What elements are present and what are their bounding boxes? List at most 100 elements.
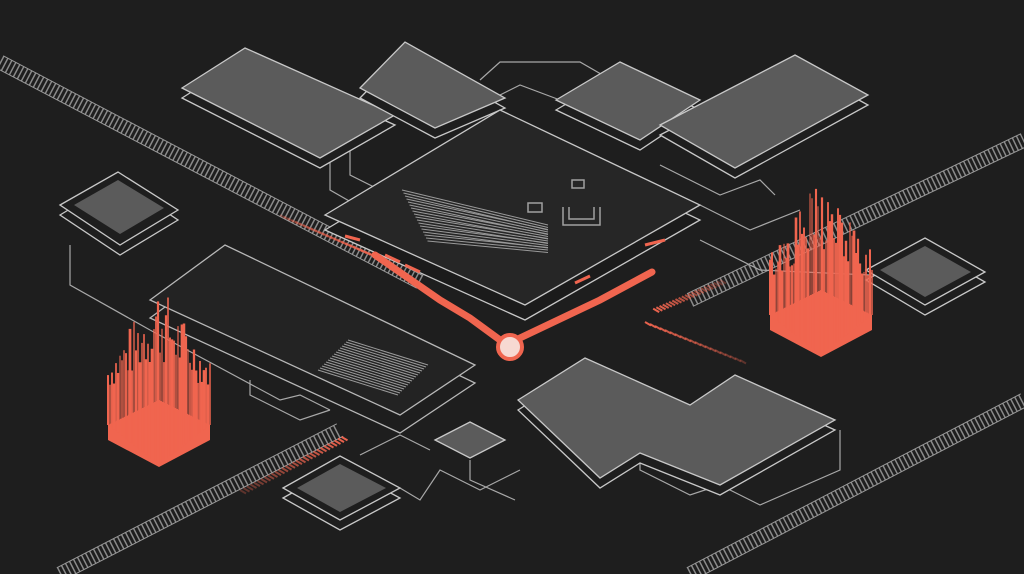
glow-dash [309, 452, 317, 458]
glow-dash [242, 487, 251, 493]
chip-stripe [410, 207, 549, 235]
glow-dash [659, 305, 667, 311]
glow-dash [298, 222, 306, 228]
glow-dash [267, 474, 275, 480]
glow-dash [302, 456, 310, 462]
chip-stripe [403, 192, 549, 228]
glow-dash [326, 443, 335, 449]
chip-stripe [412, 210, 549, 237]
glow-dash [703, 285, 711, 292]
glow-dash [291, 461, 300, 467]
chip-stripe [407, 201, 549, 233]
chip-stripe [419, 225, 549, 244]
panel-stripe [343, 343, 425, 370]
glow-dash [716, 280, 724, 286]
accent-glow-trails [239, 214, 747, 495]
chip-stripe [416, 219, 549, 242]
glow-dash [283, 215, 291, 222]
glow-dash [312, 450, 321, 456]
glow-dash [690, 291, 698, 297]
track-edge [686, 393, 1021, 569]
panel-stripe [319, 367, 401, 394]
glow-dash [734, 357, 742, 363]
chip-stripe [406, 198, 549, 230]
glow-dash [668, 300, 676, 307]
glow-dash [249, 483, 258, 489]
glow-dash [729, 355, 737, 361]
glow-dash [713, 281, 721, 288]
glow-dash [263, 476, 272, 482]
glow-dash [277, 468, 286, 475]
glow-dash [644, 321, 652, 327]
glow-dash [671, 299, 679, 305]
track-edge [692, 147, 1024, 307]
panel-stripe [345, 341, 427, 368]
glow-dash [337, 437, 345, 444]
panel-stripe [321, 365, 403, 392]
track-edge [56, 423, 338, 569]
panel-stripe [327, 359, 409, 386]
glow-dash [270, 472, 279, 478]
flame-icon [769, 188, 873, 357]
glow-dash [305, 454, 314, 460]
glow-dash [697, 288, 705, 294]
flame-icon [107, 297, 211, 467]
glow-dash [709, 283, 717, 289]
hatched-track [686, 133, 1024, 307]
glow-dash [662, 303, 670, 309]
glow-dash [739, 359, 747, 365]
hatched-tracks [0, 55, 1024, 574]
glow-dash [706, 284, 714, 290]
glow-dash [700, 287, 708, 293]
glow-dash [323, 445, 331, 451]
panel-stripe [333, 353, 415, 380]
glow-dash [652, 307, 660, 314]
top-left-tiles [180, 41, 507, 169]
glow-dash [284, 465, 293, 471]
accent-trace [371, 251, 656, 361]
chip-stripe [401, 189, 549, 226]
glow-dash [719, 351, 727, 357]
hatched-track [56, 423, 344, 574]
glow-dash [678, 296, 686, 303]
glow-dash [719, 279, 727, 285]
chip-stripe [415, 216, 549, 239]
track-edge [0, 69, 417, 289]
panel-stripe [341, 345, 423, 372]
chip-accent-dash [574, 274, 591, 285]
glow-dash [287, 217, 295, 223]
panel-stripe [329, 357, 411, 384]
panel-stripe [323, 363, 405, 390]
chip-accent-dash [344, 234, 361, 242]
top-right-tiles [554, 54, 870, 179]
glow-dash [295, 459, 303, 466]
glow-dash [333, 439, 342, 445]
glow-dash [316, 448, 324, 455]
glow-dash [274, 470, 282, 477]
node-ring [496, 333, 524, 361]
chip-stripe [427, 240, 549, 253]
panel-stripe [347, 339, 429, 366]
chip-icon [527, 179, 601, 226]
glow-dash [260, 478, 268, 484]
panel-stripe [325, 361, 407, 388]
panel-stripe [331, 355, 413, 382]
glow-dash [288, 463, 296, 469]
track-edge [686, 133, 1022, 295]
glow-dash [256, 479, 265, 486]
track-edge [704, 407, 1024, 574]
chip-accent-dash [404, 263, 421, 274]
glow-dash [294, 220, 302, 226]
panel-stripe [337, 349, 419, 376]
panel-stripe [335, 351, 417, 378]
chip-accent-dash [384, 253, 401, 264]
chip-stripe [424, 234, 549, 248]
glow-dash [694, 290, 702, 296]
small-tiles [58, 171, 987, 531]
glow-dash [674, 298, 682, 304]
glow-dash [319, 446, 328, 453]
panel-stripe [317, 369, 399, 396]
chip-accent-dash [644, 238, 666, 247]
glow-dash [724, 353, 732, 359]
